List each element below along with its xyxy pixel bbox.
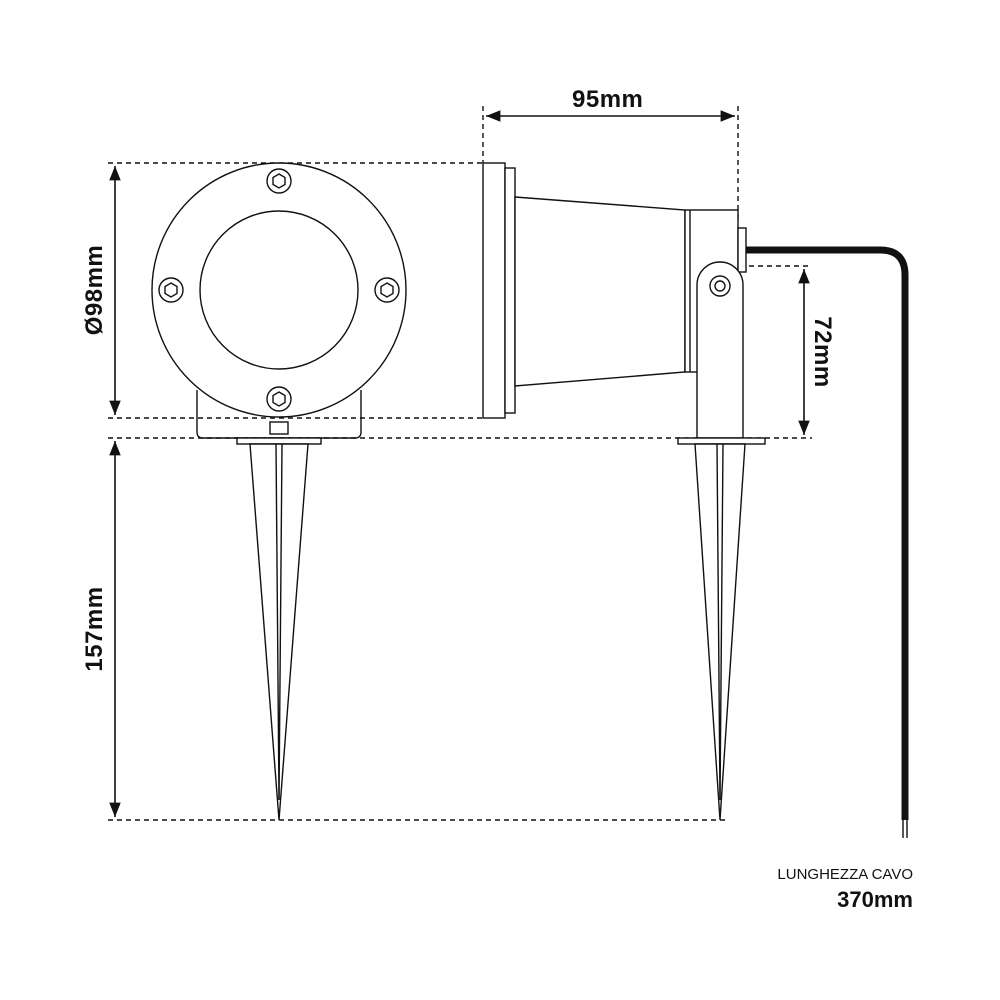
diameter-label: Ø98mm [81, 244, 108, 336]
arm-height-label: 72mm [809, 316, 836, 388]
spike-length-label: 157mm [81, 586, 108, 672]
cable [745, 246, 909, 820]
lens [199, 210, 359, 370]
cable-length-value: 370mm [837, 887, 913, 912]
dimension-arrows [109, 110, 810, 817]
depth-label: 95mm [572, 86, 644, 113]
front-view [151, 162, 407, 821]
cable-length-caption: LUNGHEZZA CAVO [777, 866, 913, 883]
bolt-icon [158, 168, 400, 412]
side-view [482, 162, 909, 838]
